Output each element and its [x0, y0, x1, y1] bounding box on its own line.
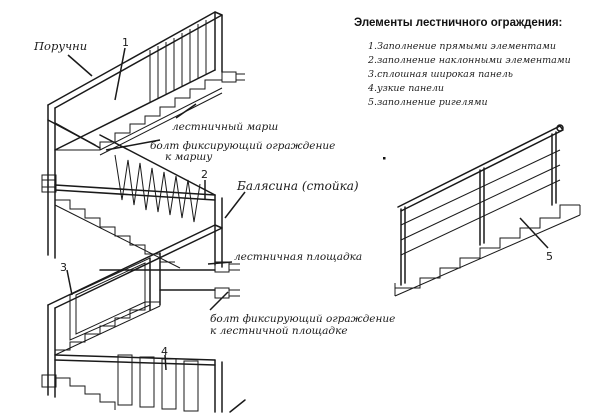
- number-1: 1: [122, 36, 129, 49]
- legend: Элементы лестничного ограждения: 1.Запол…: [354, 17, 571, 160]
- number-5: 5: [546, 250, 553, 263]
- flight-1: [41, 11, 245, 189]
- label-bolt-flight-line1: болт фиксирующий ограждение: [150, 140, 335, 152]
- label-stair-flight: лестничный марш: [172, 121, 278, 133]
- label-bolt-flight-line2: к маршу: [165, 151, 213, 163]
- labels: Поручни 1 лестничный марш болт фиксирующ…: [33, 36, 553, 358]
- legend-item-1: 1.Заполнение прямыми элементами: [368, 41, 556, 52]
- label-baluster: Балясина (стойка): [236, 179, 359, 193]
- flight-3: [47, 224, 240, 398]
- number-3: 3: [60, 261, 67, 274]
- inclined-fill-2: [114, 154, 201, 223]
- flight-4: [41, 354, 246, 413]
- legend-item-3: 3.сплошная широкая панель: [368, 69, 513, 80]
- straight-fill-1: [149, 20, 207, 102]
- right-stair-steps: [394, 204, 580, 289]
- label-handrails: Поручни: [33, 39, 87, 53]
- number-4: 4: [161, 345, 168, 358]
- stray-dot: [383, 157, 386, 160]
- label-landing: лестничная площадка: [234, 251, 362, 263]
- label-bolt-landing-line1: болт фиксирующий ограждение: [210, 313, 395, 325]
- legend-item-2: 2.заполнение наклонными элементами: [367, 55, 571, 66]
- leader-lines: [66, 47, 246, 371]
- legend-item-4: 4.узкие панели: [367, 83, 444, 94]
- flight-2: [41, 134, 240, 273]
- narrow-panels-4: [117, 354, 199, 412]
- left-staircase: [41, 11, 246, 413]
- label-bolt-landing-line2: к лестничной площадке: [210, 325, 348, 337]
- legend-item-5: 5.заполнение ригелями: [368, 97, 488, 108]
- legend-title: Элементы лестничного ограждения:: [354, 17, 562, 29]
- number-2: 2: [201, 168, 208, 181]
- right-staircase: [394, 124, 581, 297]
